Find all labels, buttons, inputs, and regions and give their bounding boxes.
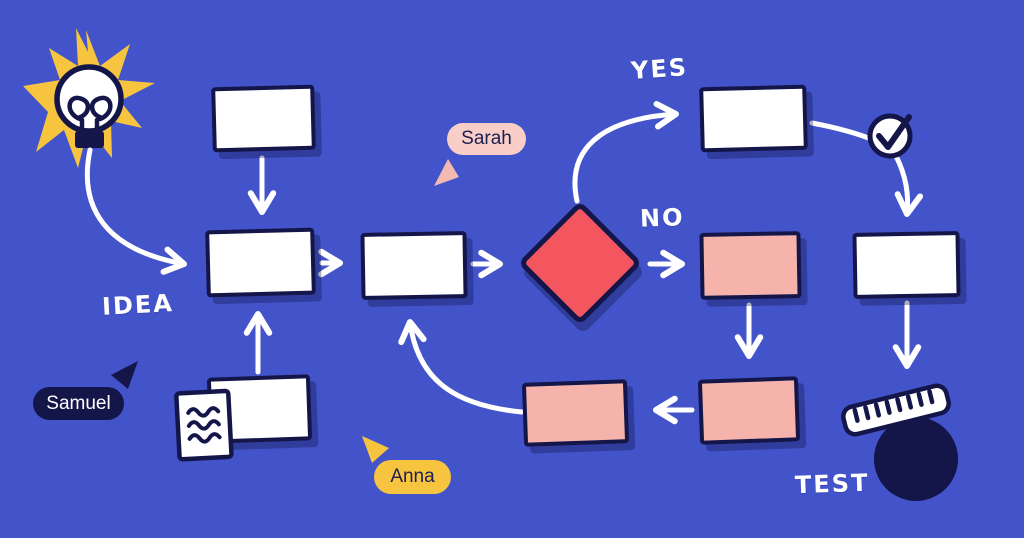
node-main-process-2[interactable]: [360, 231, 468, 300]
node-yes-process[interactable]: [699, 84, 808, 153]
lightbulb-icon: [54, 64, 124, 148]
collaborator-pill-sarah: Sarah: [447, 123, 526, 155]
decision-diamond-shape: [517, 200, 643, 326]
anna-cursor-icon: [362, 436, 389, 463]
dark-circle-shape: [874, 417, 958, 501]
connector-decision-yes: [572, 101, 679, 204]
node-bottom-right-process[interactable]: [697, 376, 801, 445]
node-bottom-center-process[interactable]: [521, 379, 630, 447]
node-right-process[interactable]: [852, 231, 961, 299]
collaborator-name: Anna: [390, 466, 435, 487]
collaborator-name: Sarah: [461, 128, 512, 149]
node-decision[interactable]: [517, 200, 643, 326]
samuel-cursor-icon: [111, 361, 138, 389]
node-top-process[interactable]: [211, 84, 316, 153]
ruler-icon: [841, 383, 951, 437]
sarah-cursor-icon: [434, 159, 459, 186]
connector-group: [84, 101, 924, 425]
collaborator-name: Samuel: [46, 392, 111, 414]
connector-bottomcenter-to-main2: [398, 319, 525, 415]
node-main-process-1[interactable]: [205, 227, 316, 298]
connector-check-to-right: [893, 153, 924, 217]
connector-yes-to-check: [809, 120, 874, 142]
document-icon: [174, 388, 234, 462]
node-no-process[interactable]: [699, 231, 802, 300]
collaborator-pill-anna: Anna: [374, 460, 451, 494]
no-label: NO: [639, 203, 685, 233]
yes-label: YES: [630, 53, 689, 85]
idea-label: IDEA: [101, 289, 175, 321]
connector-idea-to-main1: [84, 147, 187, 275]
collaborator-pill-samuel: Samuel: [33, 387, 124, 420]
test-label: TEST: [794, 468, 870, 500]
check-icon: [867, 113, 913, 159]
